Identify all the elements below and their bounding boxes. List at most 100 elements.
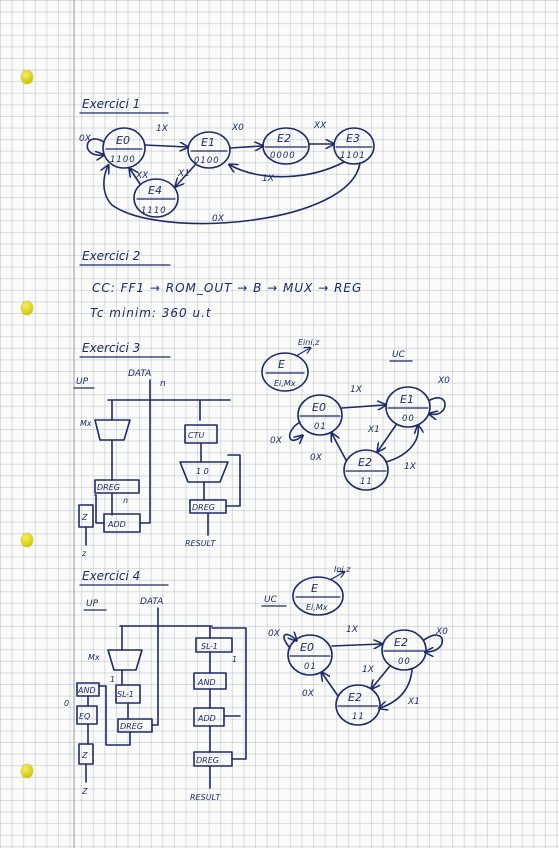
svg-text:01: 01	[314, 422, 327, 432]
svg-text:X0: X0	[437, 376, 450, 386]
uc3-state-e1: E1 00	[385, 386, 431, 428]
exercise2-title: Exercici 2	[82, 249, 140, 263]
svg-text:n: n	[123, 496, 128, 505]
svg-text:ADD: ADD	[197, 714, 216, 723]
svg-text:Z: Z	[81, 751, 88, 760]
svg-text:Ei,Mx: Ei,Mx	[274, 379, 296, 388]
min-cycle-time: Tc minim: 360 u.t	[90, 306, 212, 320]
state-e1: E1 0100	[187, 131, 231, 169]
svg-text:E1: E1	[201, 136, 215, 149]
svg-text:11: 11	[352, 712, 365, 722]
svg-text:E0: E0	[116, 134, 130, 147]
svg-text:DREG: DREG	[196, 756, 219, 765]
svg-text:Mx: Mx	[80, 419, 92, 428]
svg-text:E0: E0	[300, 641, 314, 654]
svg-text:1X: 1X	[262, 174, 275, 184]
exercise3-section: Exercici 3 UP DATA n Mx CTU 1 0 DREG n D…	[73, 338, 450, 558]
svg-text:01: 01	[304, 662, 317, 672]
svg-text:E2: E2	[277, 132, 291, 145]
svg-text:DREG: DREG	[192, 503, 215, 512]
svg-text:ADD: ADD	[107, 520, 126, 529]
svg-text:0000: 0000	[270, 151, 296, 161]
svg-text:CTU: CTU	[188, 431, 204, 440]
exercise2-section: Exercici 2 CC: FF1 → ROM_OUT → B → MUX →…	[79, 249, 362, 320]
state-e0: E0 1100	[102, 127, 146, 169]
svg-text:0X: 0X	[302, 689, 315, 699]
svg-text:1100: 1100	[110, 155, 136, 165]
svg-text:E2: E2	[394, 636, 408, 649]
binder-hole	[21, 533, 33, 547]
svg-text:E2: E2	[348, 691, 362, 704]
svg-text:z: z	[81, 549, 87, 558]
exercise1-title: Exercici 1	[82, 97, 140, 111]
svg-text:00: 00	[398, 657, 411, 667]
svg-text:Z: Z	[81, 787, 88, 796]
svg-text:1X: 1X	[156, 124, 169, 134]
exercise4-section: Exercici 4 UP DATA Mx 1 AND SL-1 0 EQ DR…	[64, 565, 448, 802]
svg-text:Mx: Mx	[88, 653, 100, 662]
svg-text:0100: 0100	[194, 156, 220, 166]
uc4-state-e1: E2 00	[381, 629, 427, 671]
svg-text:E1: E1	[400, 393, 414, 406]
svg-text:UC: UC	[264, 595, 278, 605]
svg-text:Inj z: Inj z	[334, 565, 351, 574]
critical-path: CC: FF1 → ROM_OUT → B → MUX → REG	[92, 281, 362, 295]
svg-text:0X: 0X	[270, 436, 283, 446]
svg-text:E: E	[278, 358, 285, 371]
svg-text:1101: 1101	[340, 151, 366, 161]
svg-text:n: n	[160, 379, 166, 389]
svg-text:E: E	[311, 582, 318, 595]
svg-text:X0: X0	[231, 123, 244, 133]
svg-text:Z: Z	[81, 513, 88, 522]
svg-text:E0: E0	[312, 401, 326, 414]
svg-text:X0: X0	[435, 627, 448, 637]
exercise1-section: Exercici 1 E0 1100 E1 0100 E2 0000 E3 11…	[79, 97, 375, 225]
svg-text:00: 00	[402, 414, 415, 424]
svg-text:RESULT: RESULT	[185, 539, 216, 548]
svg-text:AND: AND	[197, 678, 216, 687]
svg-text:0X: 0X	[310, 453, 323, 463]
svg-text:DATA: DATA	[128, 369, 151, 379]
svg-text:UC: UC	[392, 350, 406, 360]
binder-hole	[21, 70, 33, 84]
state-e4: E4 1110	[133, 178, 179, 218]
state-e2: E2 0000	[262, 127, 310, 165]
svg-text:1 0: 1 0	[196, 467, 209, 476]
binder-hole	[21, 764, 33, 778]
svg-text:1110: 1110	[141, 206, 167, 216]
svg-text:0X: 0X	[79, 134, 92, 144]
svg-text:0X: 0X	[212, 214, 225, 224]
svg-text:X1: X1	[367, 425, 380, 435]
svg-text:1X: 1X	[346, 625, 359, 635]
svg-text:1X: 1X	[362, 665, 375, 675]
exercise4-title: Exercici 4	[82, 569, 140, 583]
svg-text:SL-1: SL-1	[117, 690, 134, 699]
svg-text:E4: E4	[148, 184, 162, 197]
uc4-state-e0: E0 01	[287, 634, 333, 676]
svg-text:0X: 0X	[268, 629, 281, 639]
svg-text:0: 0	[64, 699, 69, 708]
svg-text:1: 1	[232, 655, 237, 664]
svg-text:Ei,Mx: Ei,Mx	[306, 603, 328, 612]
svg-text:X1: X1	[177, 169, 190, 179]
uc3-state-e0: E0 01	[297, 394, 343, 436]
uc3-state-e2: E2 11	[343, 449, 389, 491]
svg-text:DREG: DREG	[97, 483, 120, 492]
svg-text:E3: E3	[346, 132, 360, 145]
svg-text:XX: XX	[313, 121, 327, 131]
svg-text:AND: AND	[77, 686, 96, 695]
svg-text:EQ: EQ	[79, 712, 90, 721]
exercise3-title: Exercici 3	[82, 341, 140, 355]
state-e3: E3 1101	[333, 127, 375, 165]
svg-text:XX: XX	[135, 171, 149, 181]
svg-text:DREG: DREG	[120, 722, 143, 731]
svg-text:E2: E2	[358, 456, 372, 469]
svg-text:Eini,z: Eini,z	[298, 338, 320, 347]
svg-text:DATA: DATA	[140, 597, 163, 607]
svg-text:UP: UP	[76, 377, 89, 387]
svg-text:1: 1	[110, 675, 115, 684]
svg-text:1X: 1X	[350, 385, 363, 395]
margin-line	[73, 0, 75, 848]
svg-text:1X: 1X	[404, 462, 417, 472]
